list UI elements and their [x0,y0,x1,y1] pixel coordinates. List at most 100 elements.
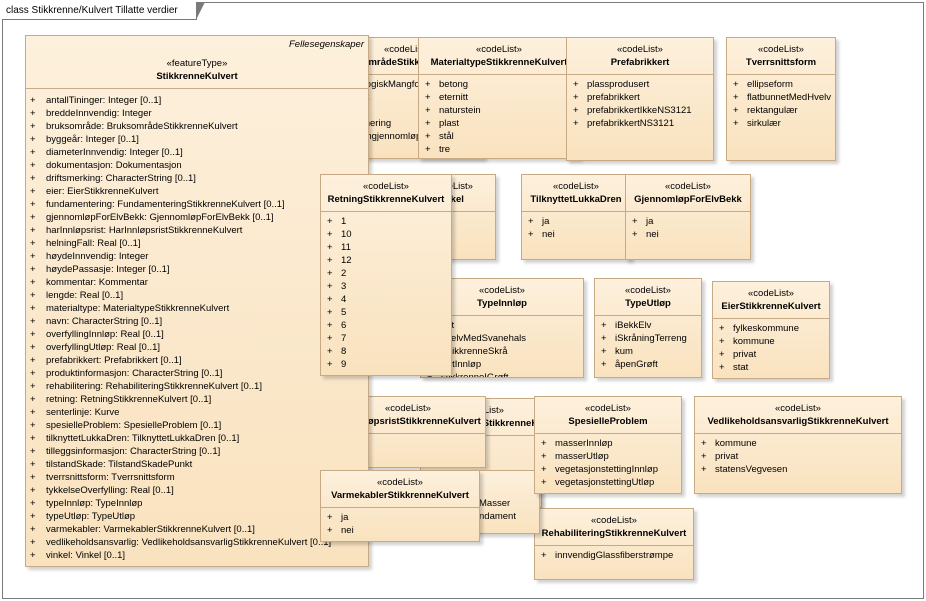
code-value-text: nei [341,525,354,536]
visibility-marker: + [30,485,36,496]
visibility-marker: + [30,316,36,327]
class-rehabilitering[interactable]: «codeList»RehabiliteringStikkrenneKulver… [534,508,694,580]
visibility-marker: + [327,268,333,279]
code-value-text: iSkråningTerreng [615,333,687,344]
visibility-marker: + [30,433,36,444]
code-value-text: 7 [341,333,347,344]
visibility-marker: + [541,464,547,475]
visibility-marker: + [327,281,333,292]
visibility-marker: + [733,118,739,129]
code-value: +stål [425,130,579,143]
class-stereotype: «codeList» [377,477,423,488]
visibility-marker: + [541,550,547,561]
code-value-text: fylkeskommune [733,323,799,334]
code-value: +iSkråningTerreng [601,332,701,345]
code-value: +12 [327,254,451,267]
visibility-marker: + [701,464,707,475]
visibility-marker: + [30,173,36,184]
code-value-text: 2 [341,268,347,279]
class-name: Tverrsnittsform [745,57,817,68]
visibility-marker: + [327,346,333,357]
code-value: +fylkeskommune [719,322,829,335]
class-eier[interactable]: «codeList»EierStikkrenneKulvert+fylkesko… [712,281,830,379]
visibility-marker: + [30,264,36,275]
visibility-marker: + [327,307,333,318]
class-stikkrennekulvert[interactable]: Fellesegenskaper «featureType» Stikkrenn… [25,35,369,567]
code-value: +vegetasjonstettingUtløp [541,476,681,489]
visibility-marker: + [601,359,607,370]
attribute-text: tilleggsinformasjon: CharacterString [0.… [46,446,221,457]
attribute-text: driftsmerking: CharacterString [0..1] [46,173,196,184]
visibility-marker: + [30,420,36,431]
code-value: +ja [528,215,630,228]
class-name: TypeUtløp [625,298,671,309]
diagram-title-tab: class Stikkrenne/Kulvert Tillatte verdie… [2,2,205,20]
visibility-marker: + [425,144,431,155]
visibility-marker: + [573,118,579,129]
code-value: +ja [632,215,750,228]
class-stereotype: «codeList» [385,403,431,414]
class-name: StikkrenneKulvert [156,71,238,82]
code-value: +7 [327,332,451,345]
class-header: «codeList»RetningStikkrenneKulvert [321,175,451,212]
attribute-row: + driftsmerking: CharacterString [0..1] [30,172,368,185]
attribute-row: +overfyllingInnløp: Real [0..1] [30,328,368,341]
code-value: +nei [528,228,630,241]
class-stereotype: «codeList» [775,403,821,414]
visibility-marker: + [30,95,36,106]
attribute-row: +typeUtløp: TypeUtløp [30,510,368,523]
visibility-marker: + [541,451,547,462]
code-value-text: prefabrikkertNS3121 [587,118,675,129]
class-tverrsnittsform[interactable]: «codeList»Tverrsnittsform+ellipseform+fl… [726,37,836,161]
class-materialtype[interactable]: «codeList»MaterialtypeStikkrenneKulvert +… [418,37,580,159]
class-typeutlop[interactable]: «codeList»TypeUtløp+iBekkElv+iSkråningTe… [594,278,702,378]
class-stereotype: «codeList» [553,181,599,192]
attribute-text: rehabilitering: RehabiliteringStikkrenne… [46,381,262,392]
visibility-marker: + [327,320,333,331]
code-value-text: 3 [341,281,347,292]
class-name: Prefabrikkert [610,57,670,68]
value-line: Masser [479,498,511,509]
attribute-text: navn: CharacterString [0..1] [46,316,163,327]
visibility-marker: + [528,229,534,240]
class-stereotype: «featureType» [166,58,228,69]
class-tilknyttetlukka[interactable]: «codeList» TilknyttetLukkaDren +ja+nei [521,174,631,260]
class-varmekabler[interactable]: «codeList»VarmekablerStikkrenneKulvert+j… [320,470,480,542]
attribute-row: +vedlikeholdsansvarlig: Vedlikeholdsansv… [30,536,368,549]
visibility-marker: + [30,108,36,119]
class-name: TilknyttetLukkaDren [530,194,622,205]
code-value: +rektangulær [733,104,835,117]
class-gjennomlop[interactable]: «codeList»GjennomløpForElvBekk+ja+nei [625,174,751,260]
class-retning[interactable]: «codeList»RetningStikkrenneKulvert+1+10+… [320,174,452,376]
code-value-text: 6 [341,320,347,331]
class-name: HarInnløpsristStikkrenneKulvert [335,416,481,427]
class-header: «codeList»Prefabrikkert [567,38,713,75]
class-vedlikeholdsansvarlig[interactable]: «codeList»VedlikeholdsansvarligStikkrenn… [694,396,902,494]
attribute-text: overfyllingUtløp: Real [0..1] [46,342,161,353]
code-value: +tre [425,143,579,156]
class-name: RehabiliteringStikkrenneKulvert [541,528,687,539]
attribute-text: kommentar: Kommentar [46,277,148,288]
attribute-row: +høydeInnvendig: Integer [30,250,368,263]
code-value: +10 [327,228,451,241]
class-stereotype: «codeList» [585,403,631,414]
class-stereotype: «codeList» [384,44,430,55]
visibility-marker: + [733,105,739,116]
attribute-row: +tykkelseOverfylling: Real [0..1] [30,484,368,497]
attribute-text: typeInnløp: TypeInnløp [46,498,143,509]
class-spesielleproblem[interactable]: «codeList»SpesielleProblem+masserInnløp+… [534,396,682,494]
visibility-marker: + [30,199,36,210]
attribute-row: +produktinformasjon: CharacterString [0.… [30,367,368,380]
visibility-marker: + [30,121,36,132]
class-header: «codeList»MaterialtypeStikkrenneKulvert [419,38,579,75]
code-value: +nei [327,524,479,537]
code-value: +vegetasjonstettingInnløp [541,463,681,476]
class-prefabrikkert[interactable]: «codeList»Prefabrikkert+plassprodusert+p… [566,37,714,161]
attribute-text: prefabrikkert: Prefabrikkert [0..1] [46,355,182,366]
code-value: +eternitt [425,91,579,104]
visibility-marker: + [701,438,707,449]
attribute-row: +breddeInnvendig: Integer [30,107,368,120]
code-value: +innvendigGlassfiberstrømpe [541,549,693,562]
code-value-text: 5 [341,307,347,318]
attribute-row: +helningFall: Real [0..1] [30,237,368,250]
